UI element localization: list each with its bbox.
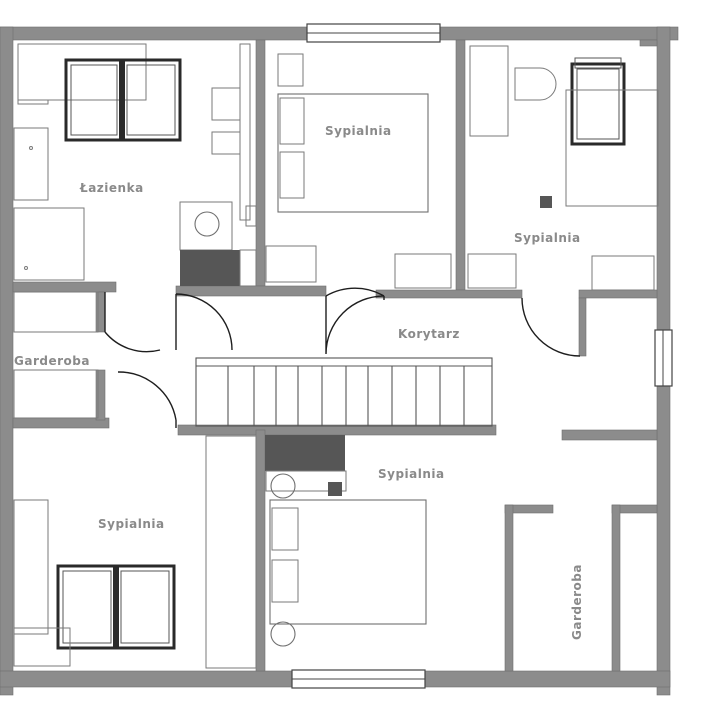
washing-machine-icon	[194, 211, 220, 237]
door-korytarz-left	[325, 295, 385, 355]
staircase	[195, 357, 493, 427]
label-garderoba-left: Garderoba	[14, 354, 90, 368]
bedroom-bottom-center-furniture	[265, 435, 427, 647]
label-sypialnia-bottom-left: Sypialnia	[98, 517, 165, 531]
label-sypialnia-bottom-center: Sypialnia	[378, 467, 445, 481]
label-sypialnia-top-right: Sypialnia	[514, 231, 581, 245]
room-labels: Łazienka Sypialnia Sypialnia Korytarz Ga…	[14, 124, 584, 640]
wall-left	[0, 26, 14, 696]
label-sypialnia-top-center: Sypialnia	[325, 124, 392, 138]
label-garderoba-right: Garderoba	[570, 564, 584, 640]
label-korytarz: Korytarz	[398, 327, 460, 341]
bed-bottom	[269, 499, 427, 625]
door-bathroom	[175, 293, 233, 351]
interior-walls	[12, 39, 658, 672]
doors	[104, 287, 581, 428]
bathroom-fixtures	[13, 43, 257, 287]
bed	[277, 93, 429, 213]
window-units	[56, 57, 626, 650]
bedroom-top-right-furniture	[467, 45, 659, 291]
label-lazienka: Łazienka	[79, 181, 144, 195]
bedroom-bottom-left-furniture	[13, 435, 257, 669]
socket	[540, 196, 552, 208]
door-bedroom-right	[521, 297, 581, 357]
door-bedroom-bottom-left	[117, 371, 177, 428]
garderoba-left-furniture	[13, 291, 99, 419]
door-garderoba	[104, 292, 161, 353]
bedroom-top-center-furniture	[265, 53, 452, 289]
door-bedroom-top	[325, 287, 385, 300]
outer-windows	[291, 23, 673, 689]
